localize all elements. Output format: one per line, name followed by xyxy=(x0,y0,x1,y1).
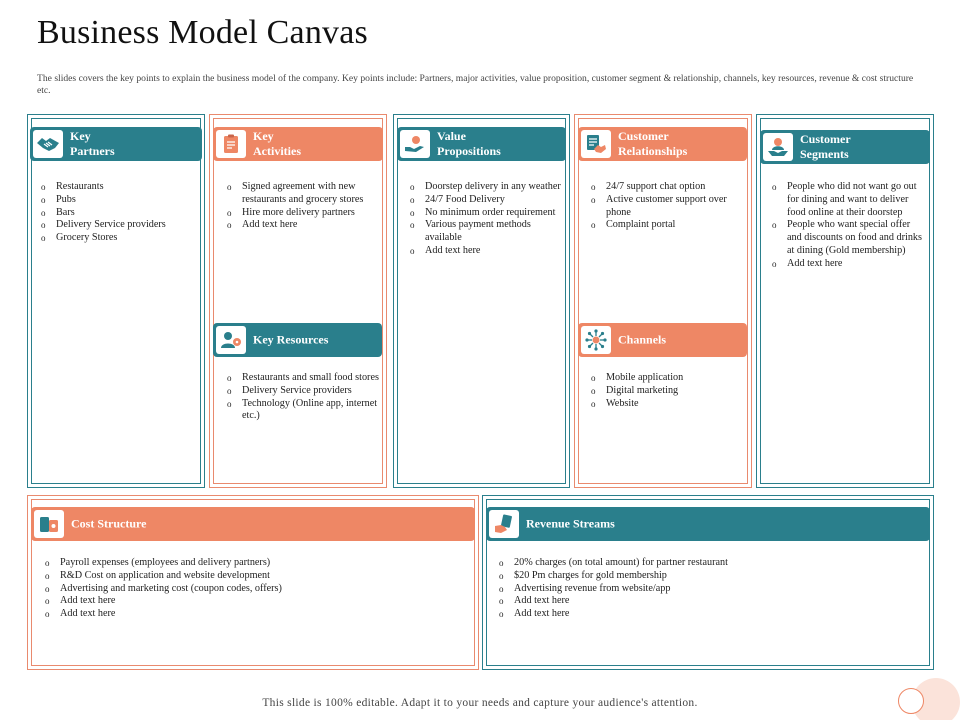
key-partners-list: RestaurantsPubsBarsDelivery Service prov… xyxy=(41,181,196,245)
key-partners-box xyxy=(27,114,205,488)
customer-relationships-header: Customer Relationships xyxy=(578,127,747,161)
key-partners-header: Key Partners xyxy=(30,127,202,161)
clipboard-icon xyxy=(216,130,246,158)
page-subtitle: The slides covers the key points to expl… xyxy=(37,73,914,96)
list-item: Grocery Stores xyxy=(41,232,196,245)
page-title: Business Model Canvas xyxy=(37,14,368,51)
list-item: 20% charges (on total amount) for partne… xyxy=(499,557,919,570)
list-item: Bars xyxy=(41,207,196,220)
list-item: Signed agreement with new restaurants an… xyxy=(227,181,382,207)
cost-structure-title: Cost Structure xyxy=(71,516,147,531)
list-item: People who want special offer and discou… xyxy=(772,219,927,257)
key-partners-title: Key Partners xyxy=(70,129,115,158)
list-item: Pubs xyxy=(41,194,196,207)
person-hand-icon xyxy=(763,133,793,161)
list-item: Add text here xyxy=(410,245,565,258)
list-item: Complaint portal xyxy=(591,219,746,232)
channels-title: Channels xyxy=(618,332,667,347)
key-resources-list: Restaurants and small food storesDeliver… xyxy=(227,372,383,423)
list-item: Restaurants xyxy=(41,181,196,194)
key-activities-box xyxy=(209,114,387,488)
list-item: People who did not want go out for dinin… xyxy=(772,181,927,219)
revenue-streams-header: Revenue Streams xyxy=(486,507,930,541)
list-item: No minimum order requirement xyxy=(410,207,565,220)
list-item: Technology (Online app, internet etc.) xyxy=(227,398,383,424)
customer-segments-header: Customer Segments xyxy=(760,130,930,164)
customer-relationships-title: Customer Relationships xyxy=(618,129,688,158)
value-propositions-box xyxy=(393,114,570,488)
list-item: Add text here xyxy=(499,608,919,621)
customer-relationships-list: 24/7 support chat optionActive customer … xyxy=(591,181,746,232)
list-item: Add text here xyxy=(772,258,927,271)
revenue-streams-list: 20% charges (on total amount) for partne… xyxy=(499,557,919,621)
customer-relationships-box xyxy=(574,114,752,488)
channels-list: Mobile applicationDigital marketingWebsi… xyxy=(591,372,746,410)
customer-segments-list: People who did not want go out for dinin… xyxy=(772,181,927,271)
list-item: Website xyxy=(591,398,746,411)
document-handshake-icon xyxy=(581,130,611,158)
list-item: Digital marketing xyxy=(591,385,746,398)
list-item: Various payment methods available xyxy=(410,219,565,245)
list-item: $20 Pm charges for gold membership xyxy=(499,570,919,583)
value-propositions-title: Value Propositions xyxy=(437,129,501,158)
key-resources-title: Key Resources xyxy=(253,332,329,347)
network-icon xyxy=(581,326,611,354)
footer-note: This slide is 100% editable. Adapt it to… xyxy=(262,697,698,709)
list-item: Advertising revenue from website/app xyxy=(499,583,919,596)
handshake-icon xyxy=(33,130,63,158)
list-item: Advertising and marketing cost (coupon c… xyxy=(45,583,465,596)
decorative-ring xyxy=(898,688,924,714)
list-item: Add text here xyxy=(45,595,465,608)
list-item: Restaurants and small food stores xyxy=(227,372,383,385)
cost-structure-list: Payroll expenses (employees and delivery… xyxy=(45,557,465,621)
cost-structure-header: Cost Structure xyxy=(31,507,475,541)
list-item: Hire more delivery partners xyxy=(227,207,382,220)
value-propositions-header: Value Propositions xyxy=(397,127,566,161)
person-settings-icon xyxy=(216,326,246,354)
customer-segments-title: Customer Segments xyxy=(800,132,851,161)
list-item: Doorstep delivery in any weather xyxy=(410,181,565,194)
customer-segments-box xyxy=(756,114,934,488)
hand-coin-icon xyxy=(400,130,430,158)
hand-cash-icon xyxy=(489,510,519,538)
list-item: Mobile application xyxy=(591,372,746,385)
list-item: Add text here xyxy=(499,595,919,608)
key-activities-title: Key Activities xyxy=(253,129,301,158)
money-stack-icon xyxy=(34,510,64,538)
list-item: Delivery Service providers xyxy=(227,385,383,398)
list-item: R&D Cost on application and website deve… xyxy=(45,570,465,583)
key-activities-list: Signed agreement with new restaurants an… xyxy=(227,181,382,232)
value-propositions-list: Doorstep delivery in any weather24/7 Foo… xyxy=(410,181,565,258)
channels-header: Channels xyxy=(578,323,747,357)
list-item: Add text here xyxy=(227,219,382,232)
list-item: 24/7 support chat option xyxy=(591,181,746,194)
revenue-streams-box xyxy=(482,495,934,670)
key-activities-header: Key Activities xyxy=(213,127,383,161)
list-item: Payroll expenses (employees and delivery… xyxy=(45,557,465,570)
cost-structure-box xyxy=(27,495,479,670)
list-item: Add text here xyxy=(45,608,465,621)
key-resources-header: Key Resources xyxy=(213,323,382,357)
list-item: 24/7 Food Delivery xyxy=(410,194,565,207)
revenue-streams-title: Revenue Streams xyxy=(526,516,615,531)
list-item: Delivery Service providers xyxy=(41,219,196,232)
list-item: Active customer support over phone xyxy=(591,194,746,220)
